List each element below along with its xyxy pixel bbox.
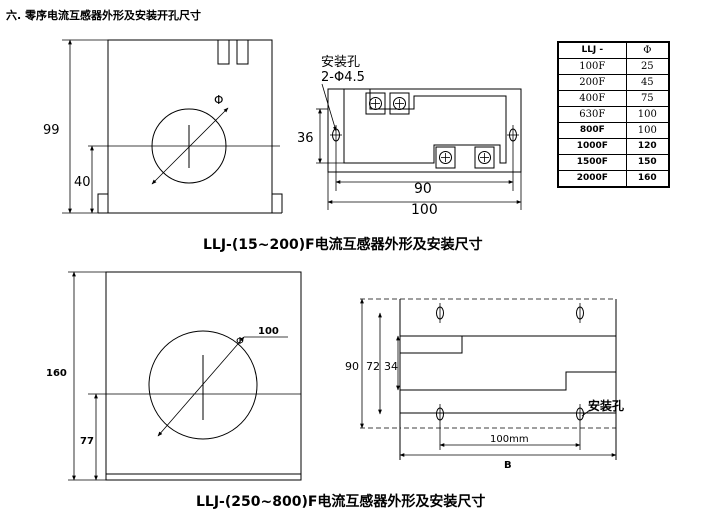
fig1-phi-symbol: Φ bbox=[214, 93, 223, 107]
fig1-dim-100: 100 bbox=[411, 202, 438, 218]
spec-model: 800F bbox=[557, 122, 627, 139]
fig2-dim-34: 34 bbox=[384, 360, 398, 373]
fig2-side-view: 90 72 34 安装孔 100mm B bbox=[345, 298, 624, 471]
fig1-dim-height: 99 bbox=[43, 123, 60, 138]
spec-phi: 25 bbox=[625, 58, 670, 75]
fig2-dim-100mm: 100mm bbox=[490, 434, 529, 445]
spec-model: 400F bbox=[557, 90, 627, 107]
fig1-dim-90: 90 bbox=[414, 181, 432, 197]
spec-model: 630F bbox=[557, 106, 627, 123]
fig2-phi-value: 100 bbox=[258, 326, 279, 337]
spec-model: 2000F bbox=[557, 170, 627, 188]
fig2-hole-label: 安装孔 bbox=[588, 398, 624, 413]
spec-phi: 150 bbox=[625, 154, 670, 171]
fig1-caption: LLJ-(15~200)F电流互感器外形及安装尺寸 bbox=[203, 236, 483, 253]
fig1-dim-36: 36 bbox=[297, 131, 314, 146]
fig2-bore-circle bbox=[148, 330, 258, 440]
fig2-caption: LLJ-(250~800)F电流互感器外形及安装尺寸 bbox=[196, 493, 485, 510]
spec-phi: 160 bbox=[625, 170, 670, 188]
fig1-front-view: Φ 99 40 bbox=[43, 39, 283, 214]
spec-phi: 45 bbox=[625, 74, 670, 91]
spec-phi: 75 bbox=[625, 90, 670, 107]
fig2-dim-center: 77 bbox=[80, 436, 94, 447]
fig1-dim-center: 40 bbox=[74, 175, 91, 190]
spec-model: 1500F bbox=[557, 154, 627, 171]
fig2-phi-symbol: Φ bbox=[236, 336, 244, 347]
spec-model: 100F bbox=[557, 58, 627, 75]
spec-model: 200F bbox=[557, 74, 627, 91]
fig2-dim-90: 90 bbox=[345, 360, 359, 373]
fig2-dim-height: 160 bbox=[46, 368, 67, 379]
fig2-front-view: 100 Φ 160 77 bbox=[46, 271, 302, 481]
fig2-dim-B: B bbox=[504, 460, 512, 471]
spec-phi: 100 bbox=[625, 106, 670, 123]
fig1-hole-spec: 2-Φ4.5 bbox=[321, 70, 365, 85]
spec-phi: 100 bbox=[625, 122, 670, 139]
spec-phi: 120 bbox=[625, 138, 670, 155]
section-title: 六. 零序电流互感器外形及安装开孔尺寸 bbox=[6, 8, 201, 22]
fig2-dim-72: 72 bbox=[366, 360, 380, 373]
spec-model: 1000F bbox=[557, 138, 627, 155]
fig1-hole-label: 安装孔 bbox=[321, 55, 360, 70]
spec-header-phi: Φ bbox=[625, 41, 670, 59]
spec-table-header: LLJ - Φ bbox=[557, 41, 670, 59]
fig1-top-view: 安装孔 2-Φ4.5 36 90 100 bbox=[297, 55, 522, 218]
spec-header-model: LLJ - bbox=[557, 41, 627, 59]
